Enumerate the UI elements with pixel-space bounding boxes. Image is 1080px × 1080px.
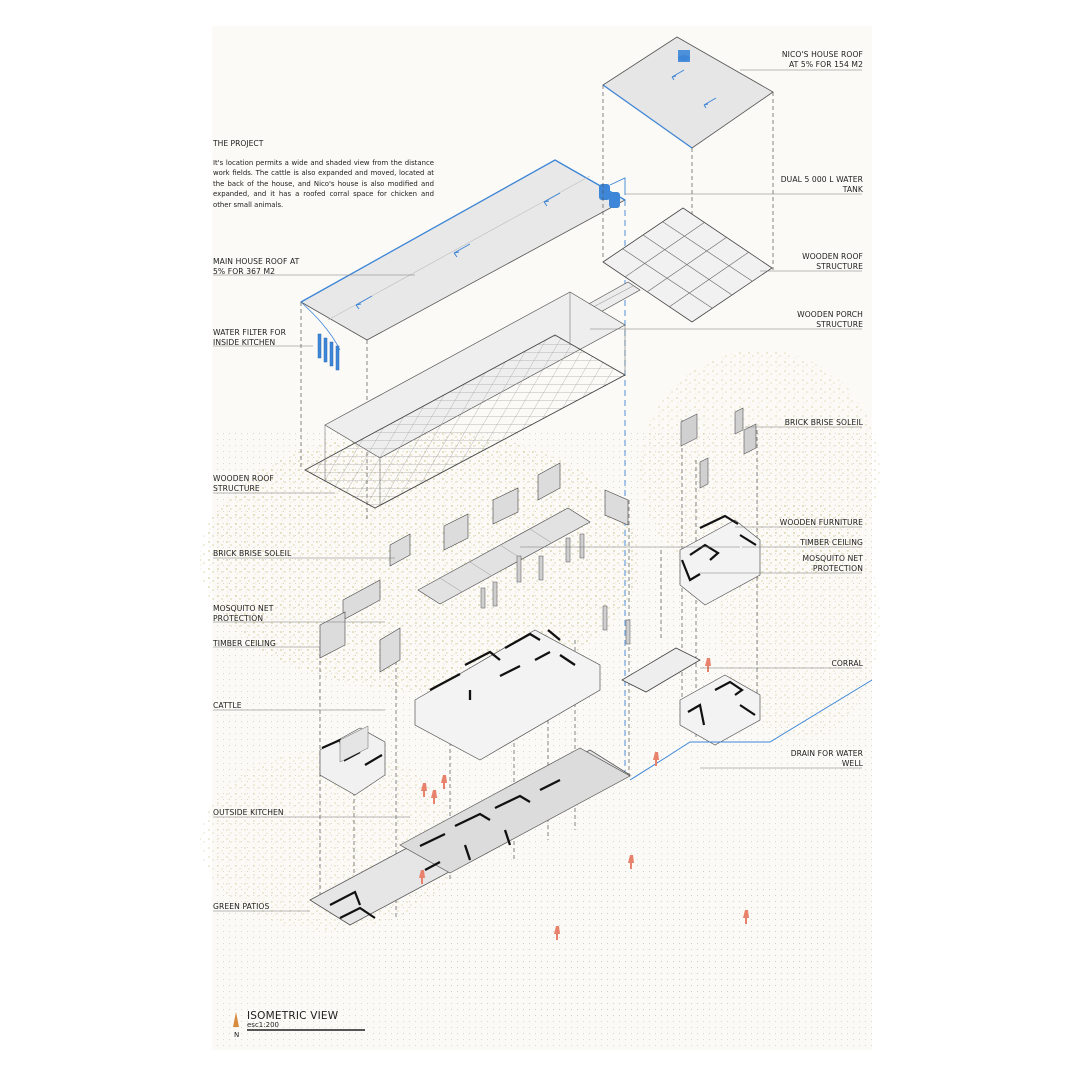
corral <box>621 647 761 746</box>
label-brick-brise-soleil-right: BRICK BRISE SOLEIL <box>784 418 863 427</box>
view-scale: esc1:200 <box>247 1021 279 1029</box>
ground-floor <box>309 747 631 926</box>
label-drain-water-well: DRAIN FOR WATER WELL <box>790 749 863 768</box>
label-main-house-roof: MAIN HOUSE ROOF AT 5% FOR 367 m2 <box>213 257 300 276</box>
main-house-roof <box>300 159 626 341</box>
nico-brise-soleil <box>680 407 757 489</box>
label-timber-ceiling-right: TIMBER CEILING <box>800 538 863 547</box>
label-mosquito-net-right: MOSQUITO NET PROTECTION <box>802 554 863 573</box>
brise-soleil-panels <box>319 462 629 673</box>
nico-house-roof <box>602 36 774 149</box>
water-tank <box>599 184 620 208</box>
label-wooden-roof-structure-left: WOODEN ROOF STRUCTURE <box>213 474 274 493</box>
drain-line <box>629 679 873 781</box>
nico-house-upper <box>679 514 761 606</box>
project-title: THE PROJECT <box>213 139 264 148</box>
cattle-block <box>319 725 386 796</box>
main-house-upper <box>414 629 601 761</box>
svg-text:N: N <box>234 1031 239 1039</box>
label-timber-ceiling-left: TIMBER CEILING <box>213 639 276 648</box>
posts <box>480 533 631 645</box>
view-title: ISOMETRIC VIEW <box>247 1010 339 1022</box>
people-figures <box>419 658 749 940</box>
label-green-patios: GREEN PATIOS <box>213 902 270 911</box>
terrain-texture <box>200 350 880 1050</box>
label-wooden-roof-structure-right: WOODEN ROOF STRUCTURE <box>802 252 863 271</box>
label-wooden-furniture: WOODEN FURNITURE <box>779 518 863 527</box>
label-water-tank: DUAL 5 000 l WATER TANK <box>780 175 863 194</box>
label-corral: CORRAL <box>831 659 863 668</box>
leader-lines-left <box>213 274 415 912</box>
water-filter <box>317 333 340 371</box>
label-mosquito-net-left: MOSQUITO NET PROTECTION <box>213 604 274 623</box>
label-brick-brise-soleil-left: BRICK BRISE SOLEIL <box>213 549 292 558</box>
timber-ceiling <box>417 507 591 605</box>
project-description: It's location permits a wide and shaded … <box>213 159 434 209</box>
main-roof-structure <box>304 291 626 509</box>
nico-roof-structure <box>602 207 773 323</box>
label-water-filter: WATER FILTER FOR INSIDE KITCHEN <box>213 328 286 347</box>
label-wooden-porch-structure: WOODEN PORCH STRUCTURE <box>797 310 863 329</box>
leader-lines-right <box>520 69 862 769</box>
label-outside-kitchen: OUTSIDE KITCHEN <box>213 808 284 817</box>
label-nico-house-roof: NICO'S HOUSE ROOF AT 5% FOR 154 m2 <box>781 50 863 69</box>
scale-bar <box>247 1029 365 1031</box>
label-cattle: CATTLE <box>213 701 242 710</box>
north-arrow: N <box>233 1012 239 1039</box>
